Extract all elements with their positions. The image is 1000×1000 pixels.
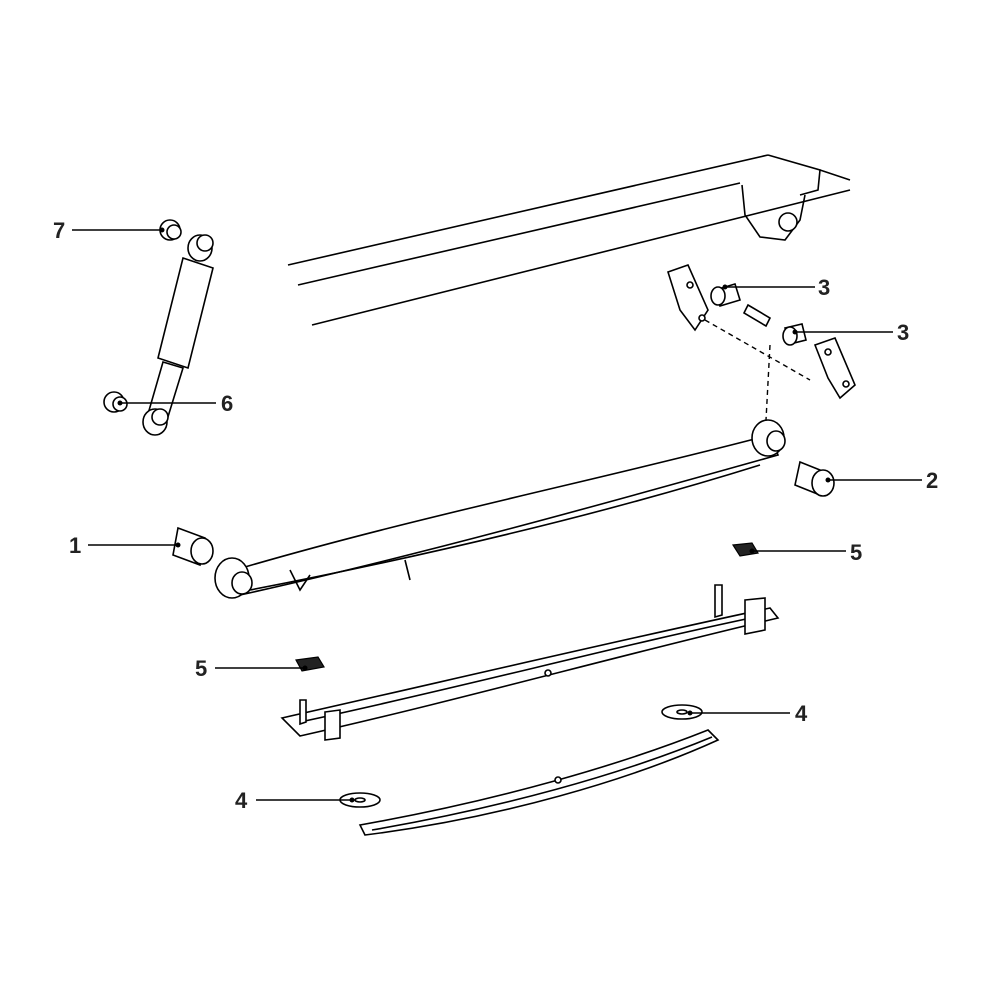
callout-1: 1	[69, 533, 81, 558]
bushing-2	[794, 460, 835, 497]
washer-4-left	[339, 792, 381, 808]
callout-5-left: 5	[195, 656, 207, 681]
bushing-7	[159, 219, 182, 241]
washer-4-right	[661, 704, 703, 720]
callout-6: 6	[221, 391, 233, 416]
callout-3-lower: 3	[897, 320, 909, 345]
bushing-6	[103, 391, 128, 413]
callout-2: 2	[926, 468, 938, 493]
callout-4-left: 4	[235, 788, 248, 813]
pad-5-left	[295, 656, 325, 672]
pad-5-right	[731, 542, 759, 557]
shackle-assembly	[667, 264, 856, 421]
bottom-leaf	[358, 729, 720, 836]
helper-leaf	[280, 584, 780, 741]
callout-5-right: 5	[850, 540, 862, 565]
callout-3-upper: 3	[818, 275, 830, 300]
frame-rail	[287, 154, 851, 326]
leaf-spring	[214, 419, 786, 599]
bushing-1	[172, 526, 214, 567]
leader-lines	[72, 227, 922, 803]
callout-4-right: 4	[795, 701, 808, 726]
callout-7: 7	[53, 218, 65, 243]
shock-absorber	[142, 234, 214, 436]
